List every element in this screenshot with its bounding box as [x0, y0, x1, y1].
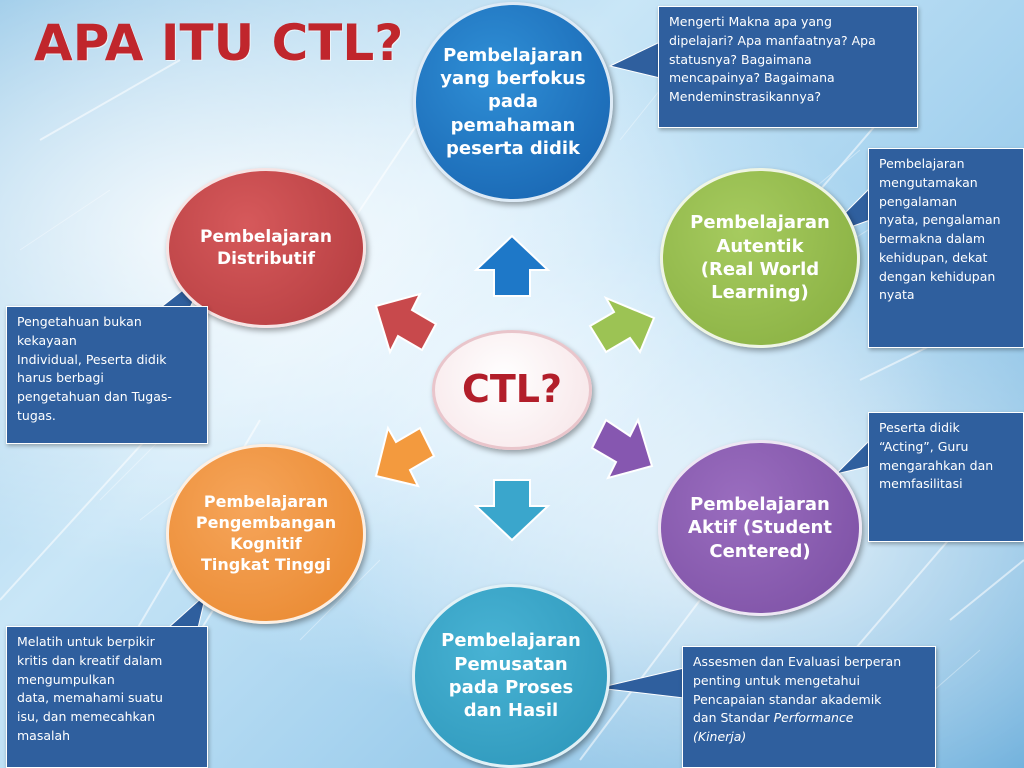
arrow-down-icon: [473, 479, 551, 542]
arrow-lower-right-icon: [590, 417, 654, 480]
arrow-lower-left-icon: [374, 425, 436, 488]
node-upper-left-distributive: Pembelajaran Distributif: [166, 168, 366, 328]
node-lower-left-label: Pembelajaran Pengembangan Kognitif Tingk…: [195, 492, 337, 574]
callout-upper-right: Pembelajaran mengutamakan pengalaman nya…: [868, 148, 1024, 348]
node-lower-right-active: Pembelajaran Aktif (Student Centered): [658, 440, 862, 616]
node-upper-left-label: Pembelajaran Distributif: [200, 226, 332, 269]
node-bottom-label: Pembelajaran Pemusatan pada Proses dan H…: [441, 630, 581, 722]
node-top-focus-understanding: Pembelajaran yang berfokus pada pemahama…: [413, 2, 613, 202]
node-lower-right-label: Pembelajaran Aktif (Student Centered): [688, 493, 832, 562]
center-node-label: CTL?: [461, 367, 563, 412]
arrow-up-icon: [473, 234, 551, 297]
callout-upper-right-text: Pembelajaran mengutamakan pengalaman nya…: [879, 156, 1001, 303]
callout-top-text: Mengerti Makna apa yang dipelajari? Apa …: [669, 14, 876, 104]
callout-bottom: Assesmen dan Evaluasi berperan penting u…: [682, 646, 936, 768]
callout-upper-left-text: Pengetahuan bukan kekayaan Individual, P…: [17, 314, 172, 423]
node-top-label: Pembelajaran yang berfokus pada pemahama…: [440, 44, 586, 160]
callout-bottom-text: Assesmen dan Evaluasi berperan penting u…: [693, 654, 902, 726]
node-bottom-process-result: Pembelajaran Pemusatan pada Proses dan H…: [412, 584, 610, 768]
center-node-ctl: CTL?: [432, 330, 592, 450]
callout-bottom-italic: Performance (Kinerja): [693, 710, 854, 744]
callout-upper-left: Pengetahuan bukan kekayaan Individual, P…: [6, 306, 208, 444]
arrow-upper-right-icon: [588, 295, 656, 355]
callout-lower-right-text: Peserta didik “Acting”, Guru mengarahkan…: [879, 420, 994, 492]
callout-top: Mengerti Makna apa yang dipelajari? Apa …: [658, 6, 918, 128]
callout-lower-right: Peserta didik “Acting”, Guru mengarahkan…: [868, 412, 1024, 542]
node-lower-left-cognitive: Pembelajaran Pengembangan Kognitif Tingk…: [166, 444, 366, 624]
arrow-upper-left-icon: [374, 292, 438, 355]
callout-lower-left: Melatih untuk berpikir kritis dan kreati…: [6, 626, 208, 768]
node-upper-right-authentic: Pembelajaran Autentik (Real World Learni…: [660, 168, 860, 348]
page-title: APA ITU CTL?: [34, 14, 404, 72]
callout-lower-left-text: Melatih untuk berpikir kritis dan kreati…: [17, 634, 163, 743]
node-upper-right-label: Pembelajaran Autentik (Real World Learni…: [690, 212, 830, 304]
